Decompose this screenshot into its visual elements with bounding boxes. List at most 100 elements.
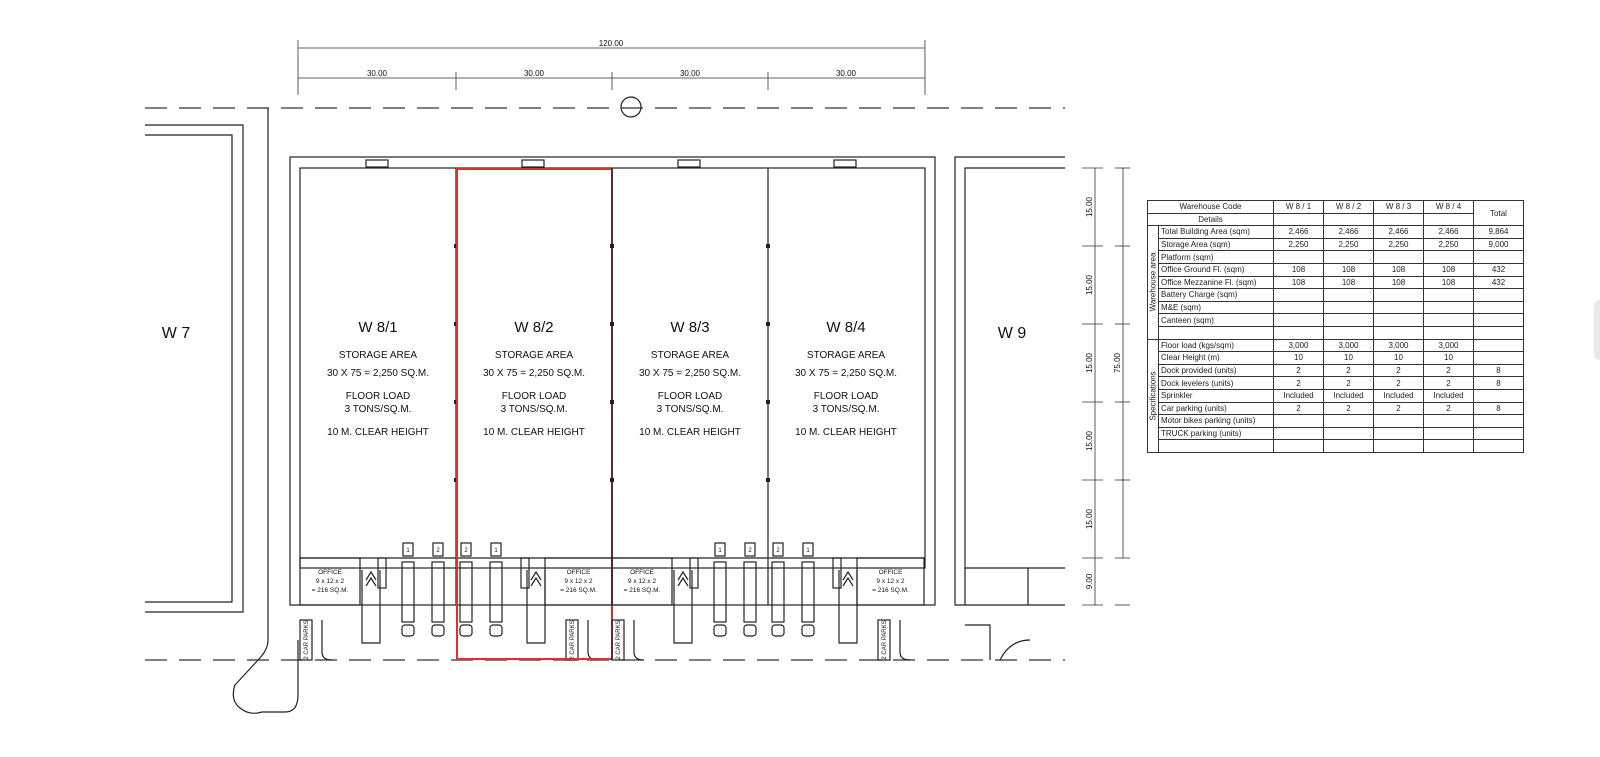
value-cell [1273,288,1324,302]
value-cell [1323,325,1374,340]
value-cell: 432 [1473,275,1524,290]
dock-number: 2 [776,548,780,554]
office-label: OFFICE [318,569,342,576]
office-label: 9 x 12 x 2 [876,578,905,585]
truck-trailer-icon [771,561,785,623]
warehouse-code: W 8/2 [514,319,553,336]
car-parks-label: 2 CAR PARKS [882,620,888,659]
value-cell: 3,000 [1323,338,1374,353]
value-cell: Included [1273,388,1324,403]
value-cell: 108 [1423,275,1474,290]
dock-leveler [832,557,842,589]
value-cell [1473,414,1524,428]
value-cell [1473,313,1524,327]
header-cell: W 8 / 4 [1423,200,1474,214]
value-cell [1473,439,1524,453]
value-cell [1473,388,1524,403]
truck-trailer-icon [401,561,415,623]
dock-door-marker [490,542,502,557]
office-label: = 216 SQ.M. [560,587,597,594]
overall-width-label: 120.00 [599,39,624,48]
value-cell: 2 [1273,401,1324,416]
column-marker [766,478,770,482]
table-row: Motor bikes parking (units) [1148,414,1524,428]
header-cell: Total [1473,199,1524,227]
row-label: Office Mezzanine Fl. (sqm) [1158,275,1274,290]
value-cell: 2 [1273,363,1324,378]
value-cell: 2 [1273,376,1324,390]
office-block [299,557,361,606]
value-cell [1323,300,1374,315]
value-cell: Included [1323,388,1374,403]
value-cell [1273,300,1324,315]
truck-trailer-icon [459,561,473,623]
value-cell: 2 [1323,401,1374,416]
warehouse-area-label: STORAGE AREA [339,350,418,361]
dock-door-marker [432,542,444,557]
value-cell: 2 [1423,401,1474,416]
truck-cab-icon [771,624,785,637]
building-w9: W 9 [954,156,1065,661]
value-cell: 432 [1473,262,1524,277]
value-cell: 9,000 [1473,237,1524,252]
header-cell: W 8 / 2 [1323,200,1374,214]
dock-door-marker [802,542,814,557]
office-label: 9 x 12 x 2 [564,578,593,585]
value-cell: 2,250 [1273,237,1324,252]
value-cell: 108 [1273,262,1324,277]
building-label-w7: W 7 [162,325,191,342]
header-cell: Warehouse Code [1147,200,1274,214]
warehouse-load-label: FLOOR LOAD [658,391,722,402]
truck-cab-icon [713,624,727,637]
driveway-curb [633,620,645,661]
header-cell: W 8 / 1 [1273,200,1324,214]
dock-door-marker [714,542,726,557]
value-cell [1273,325,1324,340]
empty-cell [1373,212,1424,227]
car-parks-label: 2 CAR PARKS [616,620,622,659]
warehouse-load-value: 3 TONS/SQ.M. [813,404,880,415]
empty-cell [1323,212,1374,227]
value-cell [1473,325,1524,340]
value-cell [1423,325,1474,340]
bay-width-label: 30.00 [836,69,857,78]
dock-number: 2 [436,548,440,554]
value-cell [1473,250,1524,264]
dock-number: 1 [806,548,810,554]
value-cell [1423,300,1474,315]
top-dimension: 120.00 30.00 30.00 30.00 30.00 [297,39,926,95]
value-cell: 2,466 [1273,225,1324,239]
warehouse-height: 10 M. CLEAR HEIGHT [483,427,585,438]
road-curb-left [232,108,299,714]
table-row: Battery Charge (sqm) [1148,288,1524,302]
warehouse-load-value: 3 TONS/SQ.M. [657,404,724,415]
warehouse-area-label: STORAGE AREA [807,350,886,361]
bay-width-label: 30.00 [524,69,545,78]
group-label: Warehouse area [1147,225,1159,340]
dock-number: 1 [494,548,498,554]
truck-cab-icon [459,624,473,637]
scroll-edge [1594,300,1600,360]
value-cell [1323,439,1374,453]
driveway-curb [899,620,911,661]
car-park-bay [877,619,891,661]
value-cell: 2 [1423,363,1474,378]
value-cell [1323,414,1374,428]
bay-width-label: 30.00 [680,69,701,78]
table-row [1148,439,1524,453]
truck-cab-icon [801,624,815,637]
value-cell: Included [1373,388,1424,403]
dock-door-marker [460,542,472,557]
vent-icon [365,159,389,168]
